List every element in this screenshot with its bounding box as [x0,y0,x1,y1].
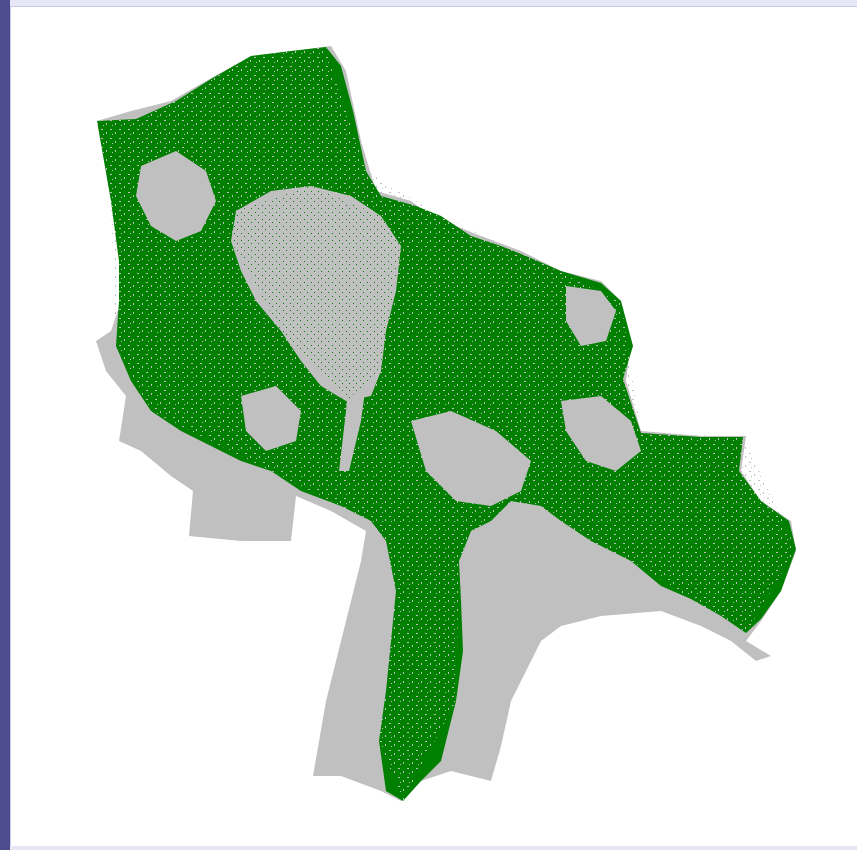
top-border [0,0,857,6]
map-canvas[interactable] [11,7,857,846]
map-viewport[interactable] [10,6,857,846]
basin-texture [231,186,401,401]
forest-texture [97,47,796,801]
bottom-border [10,846,857,850]
left-border [0,0,10,850]
